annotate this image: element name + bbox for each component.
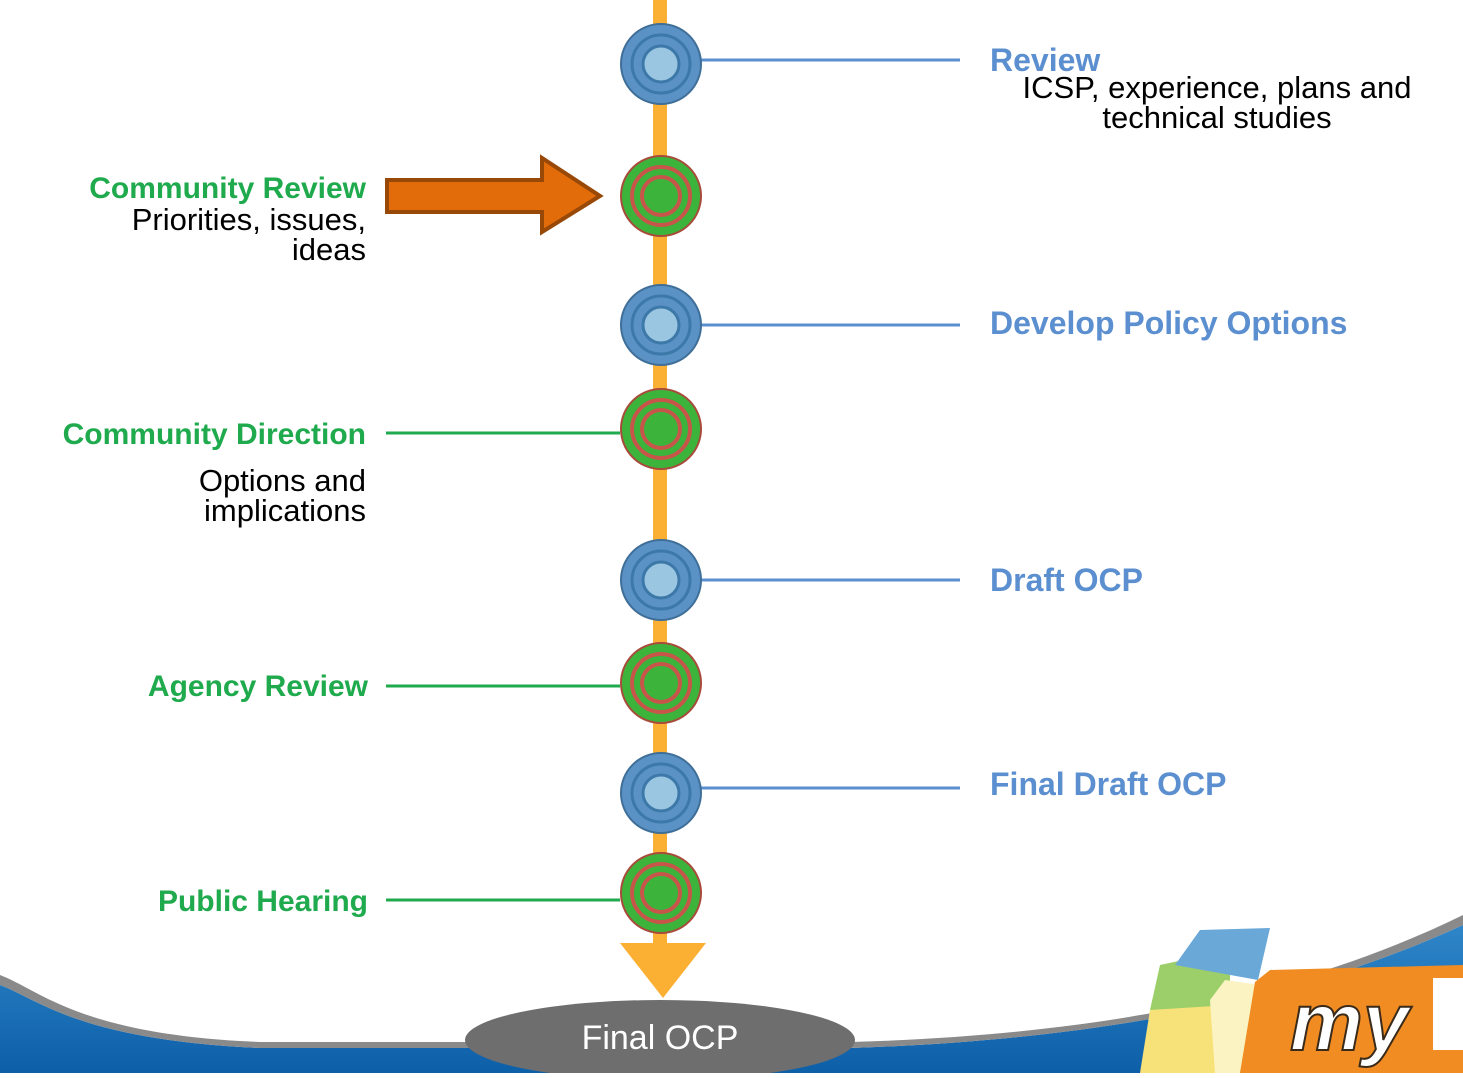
node-community-review — [620, 155, 702, 237]
stage-community-direction-subtitle-line-1: Options and — [198, 463, 366, 498]
stage-community-review-subtitle-line-1: Priorities, issues, — [131, 202, 366, 237]
stage-community-review-subtitle: Priorities, issues, ideas — [0, 202, 366, 267]
logo-shape-cream — [1210, 980, 1260, 1073]
logo-block-white — [1433, 978, 1463, 1050]
left-connectors — [386, 431, 620, 902]
final-ocp-ellipse — [465, 1000, 855, 1078]
stage-develop-policy-options-title: Develop Policy Options — [990, 305, 1348, 341]
stage-community-direction-subtitle: Options and implications — [0, 463, 366, 528]
stage-agency-review-title: Agency Review — [147, 670, 368, 703]
logo-shape-yellow — [1140, 1000, 1220, 1073]
stage-community-review-title: Community Review — [89, 172, 366, 205]
node-draft-ocp — [620, 539, 702, 621]
timeline-arrowhead — [620, 943, 706, 998]
node-final-draft-ocp — [620, 752, 702, 834]
node-review — [620, 23, 702, 105]
node-develop-policy-options — [620, 284, 702, 366]
bottom-band — [0, 925, 1463, 1073]
right-connectors — [700, 58, 960, 790]
bottom-band-edge — [0, 915, 1463, 1048]
logo-shape-blue — [1175, 928, 1270, 980]
stage-final-draft-ocp-title: Final Draft OCP — [990, 766, 1227, 802]
logo: my — [1140, 928, 1463, 1073]
stage-review-title: Review — [990, 42, 1101, 78]
node-community-direction — [620, 388, 702, 470]
stage-public-hearing-title: Public Hearing — [157, 885, 368, 918]
stage-review-subtitle-line-2: technical studies — [1102, 100, 1332, 135]
current-stage-arrow — [385, 154, 604, 236]
stage-community-direction-subtitle-line-2: implications — [204, 493, 366, 528]
logo-text: my — [1290, 977, 1413, 1068]
node-public-hearing — [620, 852, 702, 934]
stage-community-direction-title: Community Direction — [62, 418, 366, 451]
stage-community-review-subtitle-line-2: ideas — [291, 232, 366, 267]
logo-shape-orange — [1240, 965, 1463, 1073]
final-ocp-label: Final OCP — [581, 1019, 739, 1057]
stage-draft-ocp-title: Draft OCP — [990, 562, 1143, 598]
stage-review-subtitle-line-1: ICSP, experience, plans and — [1022, 70, 1412, 105]
node-agency-review — [620, 642, 702, 724]
stage-review-subtitle: ICSP, experience, plans and technical st… — [972, 70, 1462, 135]
